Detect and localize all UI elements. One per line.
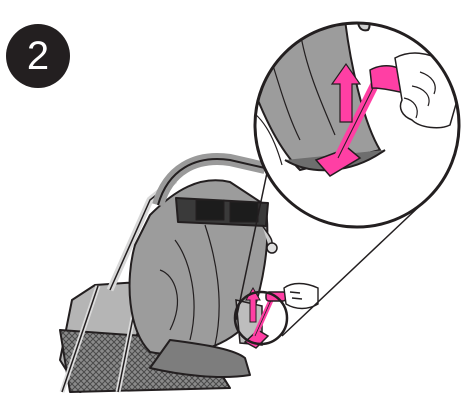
- hand-icon: [284, 284, 318, 309]
- magnifier-callout-icon: [240, 10, 460, 227]
- zoom-hand: [395, 53, 460, 128]
- stroller-icon: [60, 159, 277, 392]
- stroller-footrest: [150, 340, 250, 377]
